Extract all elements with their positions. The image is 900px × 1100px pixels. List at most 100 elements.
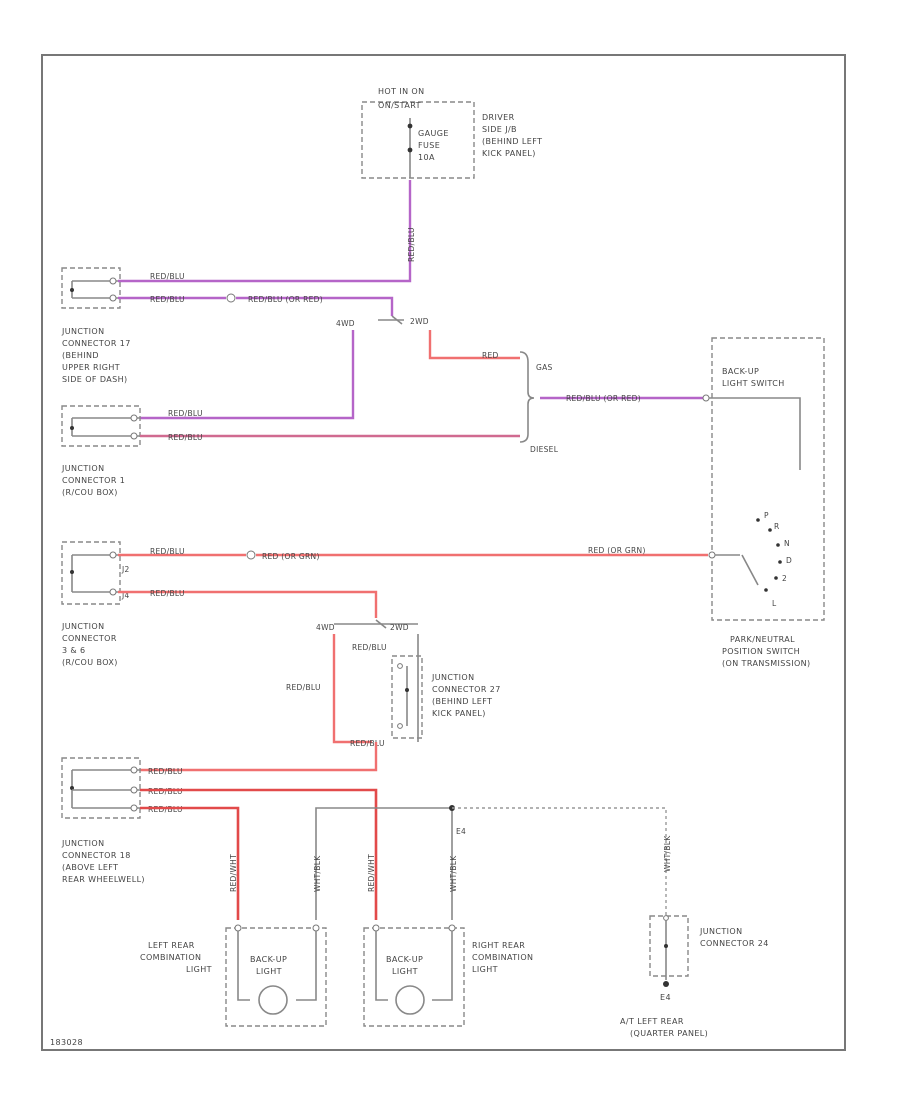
left-inner-2: LIGHT: [256, 967, 282, 976]
wire-label-jc17-low1: RED/BLU: [150, 295, 185, 304]
jc17-label-4: UPPER RIGHT: [62, 363, 120, 372]
option-lower-2wd: 2WD: [390, 623, 409, 632]
left-lamp-label-2: COMBINATION: [140, 953, 201, 962]
jc27-label-2: CONNECTOR 27: [432, 685, 501, 694]
wire-lower-4wd: [332, 634, 372, 744]
wire-label-jc3-top2: RED (OR GRN): [262, 552, 320, 561]
wire-label-jc27-bottom: RED/BLU: [350, 739, 385, 748]
jc1-label-2: CONNECTOR 1: [62, 476, 125, 485]
fuse-box-header: HOT IN ON: [378, 87, 425, 96]
fuse-label-1: GAUGE: [418, 129, 449, 138]
fuse-loc-4: KICK PANEL): [482, 149, 536, 158]
wire-label-left-red: RED/WHT: [229, 854, 238, 892]
jc3-label-3: 3 & 6: [62, 646, 86, 655]
jc3-label-4: (R/COU BOX): [62, 658, 118, 667]
pin-j4: J4: [121, 591, 130, 600]
wire-fuse-to-jc17: [118, 180, 412, 283]
jc1-label-1: JUNCTION: [61, 464, 105, 473]
jc17-connector: [61, 267, 121, 309]
switch-pos-l: L: [772, 599, 777, 608]
wire-label-red-2wd: RED: [482, 351, 499, 360]
wire-jc17-lower-b: [236, 296, 394, 316]
jc27-label-1: JUNCTION: [431, 673, 475, 682]
left-lamp-label-1: LEFT REAR: [148, 941, 195, 950]
wire-ground-dashed: [452, 807, 667, 920]
wire-label-fuse-vert: RED/BLU: [407, 227, 416, 262]
wire-label-jc24-wht: WHT/BLK: [663, 835, 672, 872]
wire-label-jc18-2: RED/BLU: [148, 787, 183, 796]
wire-jc3-lower: [118, 590, 378, 618]
jc3-6-connector: J2 J4: [61, 541, 130, 605]
wire-jc18-to-right-lamp: [140, 788, 378, 920]
option-gas: GAS: [536, 363, 553, 372]
jc1-label-3: (R/COU BOX): [62, 488, 118, 497]
park-neutral-label-3: (ON TRANSMISSION): [722, 659, 811, 668]
option-selector-lower: 4WD 2WD: [316, 619, 418, 632]
wire-label-lower-4wd: RED/BLU: [286, 683, 321, 692]
left-lamp-label-3: LIGHT: [186, 965, 212, 974]
wire-label-jc3-top1: RED/BLU: [150, 547, 185, 556]
jc1-connector: [61, 405, 141, 447]
ground-id: E4: [660, 993, 671, 1002]
fuse-box: HOT IN ON ON/START GAUGE FUSE 10A DRIVER…: [361, 87, 542, 179]
wire-4wd-to-jc1: [140, 330, 355, 420]
switch-pos-p: P: [764, 511, 769, 520]
fuse-loc-2: SIDE J/B: [482, 125, 517, 134]
jc3-label-1: JUNCTION: [61, 622, 105, 631]
backup-switch-label-2: LIGHT SWITCH: [722, 379, 785, 388]
ground-icon: [663, 981, 669, 987]
fuse-box-header2: ON/START: [378, 101, 421, 110]
right-lamp-label-1: RIGHT REAR: [472, 941, 525, 950]
jc27-connector: [391, 655, 423, 739]
right-inner-2: LIGHT: [392, 967, 418, 976]
right-bulb-icon: [395, 985, 425, 1015]
jc18-label-4: REAR WHEELWELL): [62, 875, 145, 884]
jc18-label-3: (ABOVE LEFT: [62, 863, 118, 872]
wire-label-jc18-1: RED/BLU: [148, 767, 183, 776]
diagram-id: 183028: [50, 1038, 83, 1047]
jc17-label-1: JUNCTION: [61, 327, 105, 336]
jc17-label-5: SIDE OF DASH): [62, 375, 128, 384]
fuse-loc-1: DRIVER: [482, 113, 515, 122]
jc17-label-2: CONNECTOR 17: [62, 339, 131, 348]
jc18-label-2: CONNECTOR 18: [62, 851, 131, 860]
jc27-label-3: (BEHIND LEFT: [432, 697, 492, 706]
fuse-label-2: FUSE: [418, 141, 440, 150]
jc18-label-1: JUNCTION: [61, 839, 105, 848]
wire-jc27-to-jc18: [140, 742, 378, 772]
jc24-connector: [649, 915, 689, 987]
wire-2wd-red: [428, 330, 520, 360]
option-4wd: 4WD: [336, 319, 355, 328]
wire-label-right-red: RED/WHT: [367, 854, 376, 892]
backup-switch-internal: [709, 397, 801, 470]
right-inner-1: BACK-UP: [386, 955, 423, 964]
switch-pos-2: 2: [782, 574, 787, 583]
wire-label-jc18-3: RED/BLU: [148, 805, 183, 814]
wire-jc18-to-left-lamp: [140, 806, 240, 920]
switch-pos-r: R: [774, 522, 780, 531]
left-inner-1: BACK-UP: [250, 955, 287, 964]
left-bulb-icon: [258, 985, 288, 1015]
fuse-loc-3: (BEHIND LEFT: [482, 137, 542, 146]
option-selector-4wd-2wd: 4WD 2WD: [336, 315, 429, 328]
backup-switch-assembly: BACK-UP LIGHT SWITCH P R N D 2 L: [702, 337, 825, 621]
fuse-label-3: 10A: [418, 153, 435, 162]
wire-label-jc17-low2: RED/BLU (OR RED): [248, 295, 323, 304]
park-neutral-label-1: PARK/NEUTRAL: [730, 635, 795, 644]
jc27-label-4: KICK PANEL): [432, 709, 486, 718]
wire-label-jc17-top: RED/BLU: [150, 272, 185, 281]
option-diesel: DIESEL: [530, 445, 559, 454]
jc18-connector: [61, 757, 141, 819]
diagram-frame: [41, 54, 846, 1051]
left-rear-lamp: BACK-UP LIGHT: [225, 924, 327, 1027]
wire-label-jc3-top3: RED (OR GRN): [588, 546, 646, 555]
park-neutral-label-2: POSITION SWITCH: [722, 647, 800, 656]
jc17-label-3: (BEHIND: [62, 351, 99, 360]
switch-pos-n: N: [784, 539, 790, 548]
ground-label-1: A/T LEFT REAR: [620, 1017, 684, 1026]
ground-label-2: (QUARTER PANEL): [630, 1029, 708, 1038]
right-lamp-label-3: LIGHT: [472, 965, 498, 974]
option-lower-4wd: 4WD: [316, 623, 335, 632]
wire-label-jc3-low: RED/BLU: [150, 589, 185, 598]
